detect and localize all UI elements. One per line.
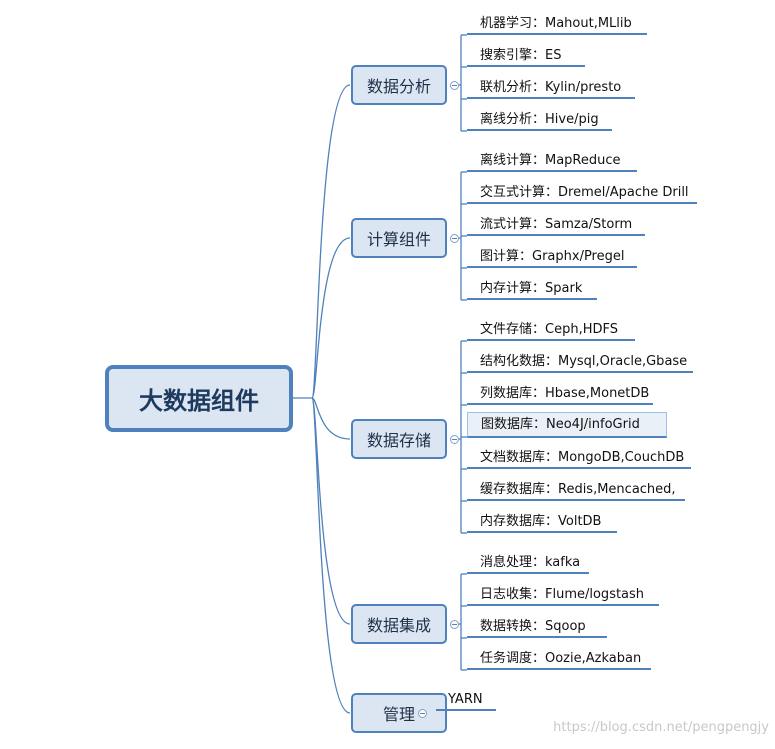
root-node[interactable]: 大数据组件 — [105, 365, 293, 432]
leaf-interactive-compute[interactable]: 交互式计算：Dremel/Apache Drill — [467, 182, 697, 204]
leaf-task-scheduling[interactable]: 任务调度：Oozie,Azkaban — [467, 648, 651, 670]
leaf-graph-compute[interactable]: 图计算：Graphx/Pregel — [467, 246, 637, 268]
leaf-offline-compute[interactable]: 离线计算：MapReduce — [467, 150, 637, 172]
leaf-memory-compute[interactable]: 内存计算：Spark — [467, 278, 597, 300]
watermark: https://blog.csdn.net/pengpengjy — [553, 720, 769, 735]
branch-label: 管理 — [382, 705, 415, 724]
collapse-icon[interactable] — [450, 435, 459, 444]
leaf-search-engine[interactable]: 搜索引擎：ES — [467, 45, 585, 67]
collapse-icon[interactable] — [450, 620, 459, 629]
branch-label: 数据集成 — [366, 616, 431, 635]
branch-label: 数据分析 — [366, 77, 431, 96]
leaf-log-collection[interactable]: 日志收集：Flume/logstash — [467, 584, 659, 606]
branch-management[interactable]: 管理 — [351, 693, 447, 733]
leaf-message-processing[interactable]: 消息处理：kafka — [467, 552, 589, 574]
branch-storage[interactable]: 数据存储 — [351, 419, 447, 459]
leaf-memory-db[interactable]: 内存数据库：VoltDB — [467, 511, 617, 533]
root-to-branch-line — [311, 84, 351, 399]
leaf-file-storage[interactable]: 文件存储：Ceph,HDFS — [467, 319, 635, 341]
leaf-column-db[interactable]: 列数据库：Hbase,MonetDB — [467, 383, 653, 405]
leaf-document-db[interactable]: 文档数据库：MongoDB,CouchDB — [467, 447, 691, 469]
leaf-structured-data[interactable]: 结构化数据：Mysql,Oracle,Gbase — [467, 351, 693, 373]
branch-integration[interactable]: 数据集成 — [351, 604, 447, 644]
branch-label: 计算组件 — [366, 230, 431, 249]
leaf-stream-compute[interactable]: 流式计算：Samza/Storm — [467, 214, 645, 236]
collapse-icon[interactable] — [450, 234, 459, 243]
root-to-branch-line — [311, 237, 351, 399]
leaf-yarn[interactable]: YARN — [436, 689, 496, 711]
leaf-machine-learning[interactable]: 机器学习：Mahout,MLlib — [467, 13, 647, 35]
leaf-olap[interactable]: 联机分析：Kylin/presto — [467, 77, 635, 99]
leaf-graph-db[interactable]: 图数据库：Neo4J/infoGrid — [467, 412, 667, 438]
root-to-branch-line — [311, 397, 351, 714]
root-to-branch-line — [311, 397, 351, 440]
collapse-icon[interactable] — [418, 709, 427, 718]
root-label: 大数据组件 — [139, 387, 259, 415]
branch-data-analysis[interactable]: 数据分析 — [351, 65, 447, 105]
leaf-offline-analysis[interactable]: 离线分析：Hive/pig — [467, 109, 612, 131]
leaf-data-transform[interactable]: 数据转换：Sqoop — [467, 616, 607, 638]
leaf-cache-db[interactable]: 缓存数据库：Redis,Mencached, — [467, 479, 685, 501]
branch-compute[interactable]: 计算组件 — [351, 218, 447, 258]
branch-label: 数据存储 — [366, 431, 431, 450]
collapse-icon[interactable] — [450, 81, 459, 90]
